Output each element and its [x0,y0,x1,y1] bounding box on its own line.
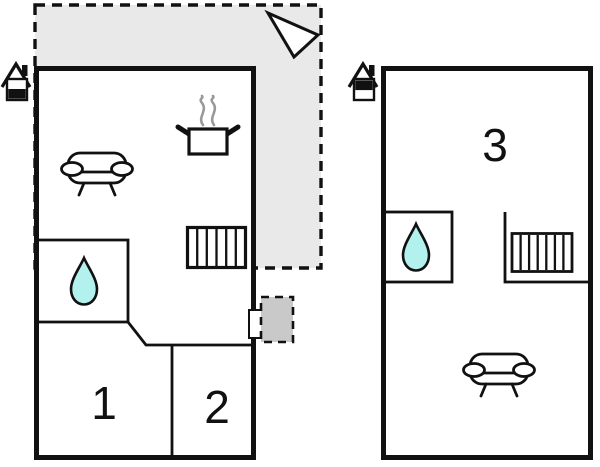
cooking-pot-icon [175,94,241,156]
water-drop-icon [401,220,431,272]
fireplace-icon [347,60,379,102]
crib-icon [185,225,248,270]
room-1-label: 1 [91,377,117,429]
north-arrow-icon [264,9,321,60]
bathroom-wall [36,238,130,324]
room-3-label: 3 [482,119,508,171]
chimney [22,65,28,76]
annex-bathroom-wall [382,210,454,284]
steam-line [199,94,206,127]
sofa-icon [60,151,134,197]
sofa-icon [462,352,536,398]
steam-line [210,94,217,127]
hall-wall [126,321,254,347]
annex-partition-wall [503,212,591,284]
crib-icon [510,232,574,273]
entrance-step [259,295,295,344]
water-drop-icon [69,254,99,306]
main-building: 1 2 [34,66,263,460]
fireplace-icon [0,60,32,102]
chimney [369,65,375,76]
annex-building: 3 [381,66,593,460]
room-2-label: 2 [204,381,230,433]
